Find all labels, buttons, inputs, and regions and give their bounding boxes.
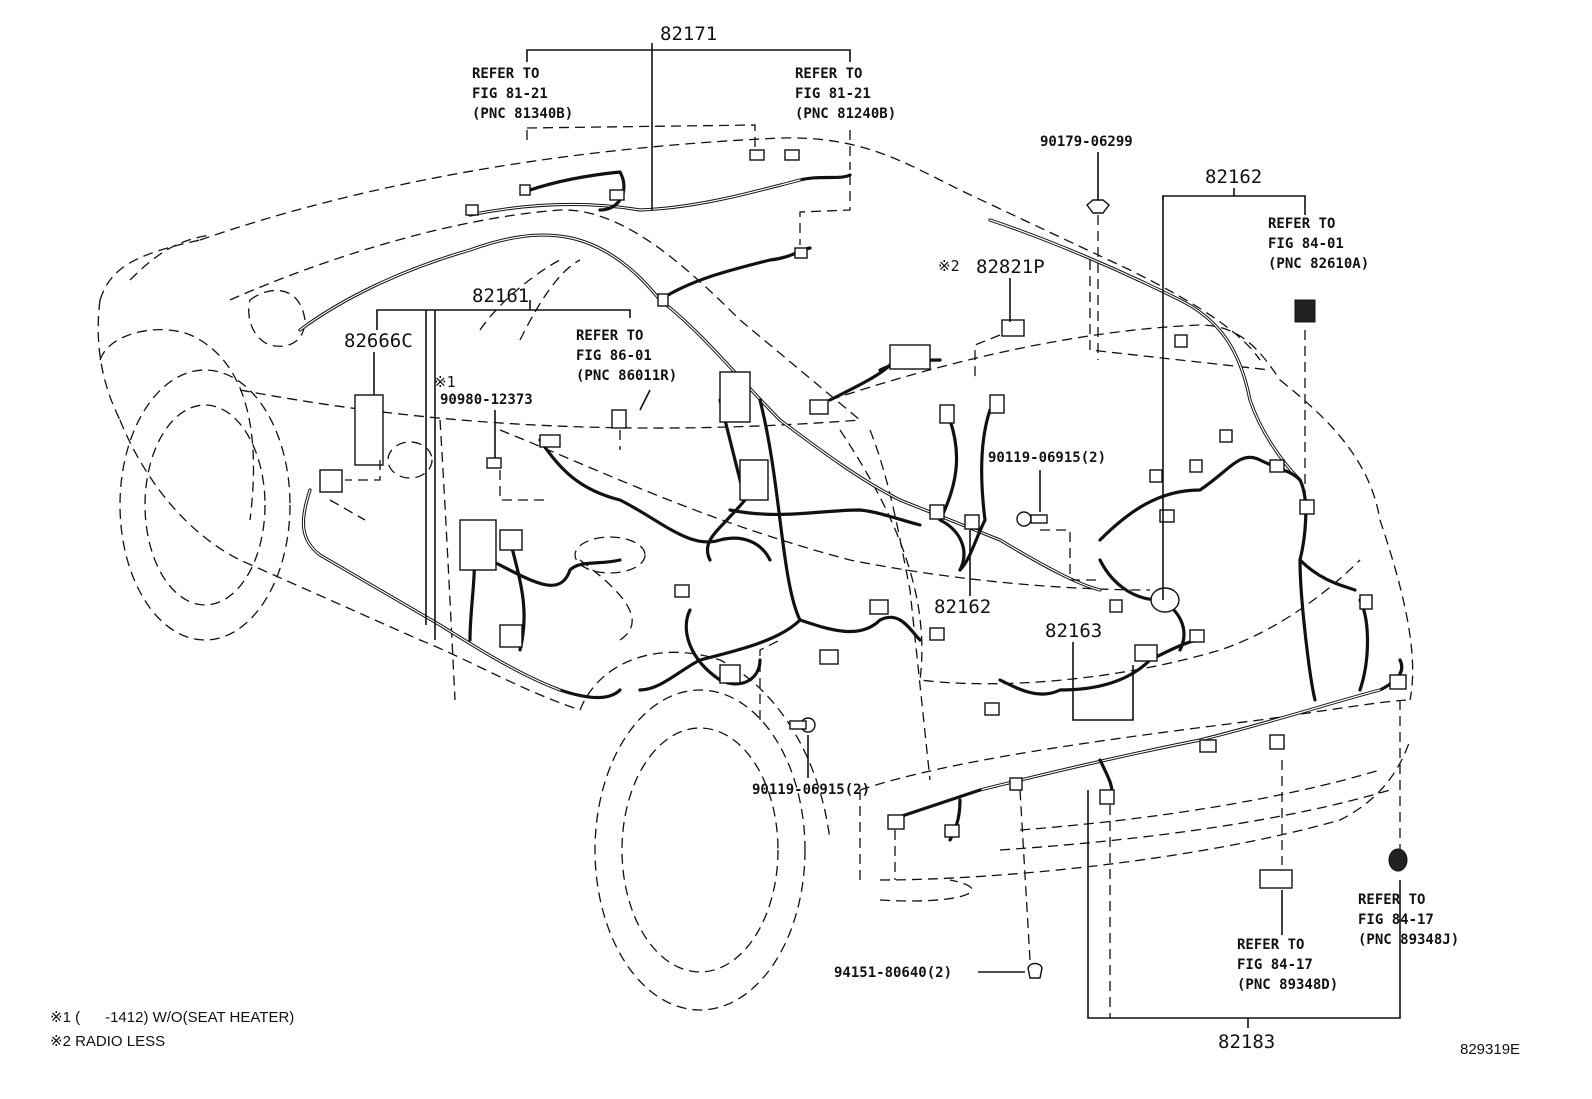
ref-89348J: REFER TO FIG 84-17 (PNC 89348J) (1358, 892, 1459, 948)
ref-81340B-line3: (PNC 81340B) (472, 106, 573, 122)
label-82163: 82163 (1045, 620, 1102, 642)
label-94151: 94151-80640(2) (834, 965, 952, 981)
ref-89348D-line3: (PNC 89348D) (1237, 977, 1338, 993)
footnote-1: ※1 ( -1412) W/O(SEAT HEATER) (50, 1009, 294, 1026)
ref-81240B-line1: REFER TO (795, 66, 862, 82)
refer-to-labels: REFER TO FIG 81-21 (PNC 81340B) REFER TO… (472, 66, 1459, 993)
label-82162-mid: 82162 (934, 596, 991, 618)
label-82666C: 82666C (344, 330, 413, 352)
part-number-labels: 82171 82162 82161 82666C ※2 82821P 82162… (344, 23, 1275, 1053)
label-mark2: ※2 (938, 257, 960, 275)
ref-86011R: REFER TO FIG 86-01 (PNC 86011R) (576, 328, 677, 384)
ref-81340B-line1: REFER TO (472, 66, 539, 82)
ref-81340B: REFER TO FIG 81-21 (PNC 81340B) (472, 66, 573, 122)
label-90119-b: 90119-06915(2) (752, 782, 870, 798)
leader-lines (329, 43, 1401, 1028)
label-90119-a: 90119-06915(2) (988, 450, 1106, 466)
bolt-90119-b (789, 717, 816, 733)
ref-86011R-line1: REFER TO (576, 328, 643, 344)
footnote-2: ※2 RADIO LESS (50, 1033, 165, 1050)
connectors (319, 149, 1408, 979)
label-82821P: 82821P (976, 256, 1045, 278)
ref-81240B-line3: (PNC 81240B) (795, 106, 896, 122)
harness-wires (298, 170, 1404, 842)
footnotes: ※1 ( -1412) W/O(SEAT HEATER) ※2 RADIO LE… (50, 1009, 1520, 1058)
ref-89348J-line1: REFER TO (1358, 892, 1425, 908)
ref-82610A-line1: REFER TO (1268, 216, 1335, 232)
label-82171: 82171 (660, 23, 717, 45)
label-82162-top: 82162 (1205, 166, 1262, 188)
bolt-90179 (1086, 199, 1110, 214)
label-90980: 90980-12373 (440, 392, 533, 408)
ref-89348J-line3: (PNC 89348J) (1358, 932, 1459, 948)
car-body-outline (97, 137, 1414, 1011)
ref-81340B-line2: FIG 81-21 (472, 86, 548, 102)
ref-81240B: REFER TO FIG 81-21 (PNC 81240B) (795, 66, 896, 122)
label-82183: 82183 (1218, 1031, 1275, 1053)
label-mark1: ※1 (434, 373, 456, 391)
ref-89348J-line2: FIG 84-17 (1358, 912, 1434, 928)
ref-89348D-line1: REFER TO (1237, 937, 1304, 953)
label-90179: 90179-06299 (1040, 134, 1133, 150)
ref-81240B-line2: FIG 81-21 (795, 86, 871, 102)
ref-89348D: REFER TO FIG 84-17 (PNC 89348D) (1237, 937, 1338, 993)
ref-82610A: REFER TO FIG 84-01 (PNC 82610A) (1268, 216, 1369, 272)
ref-86011R-line3: (PNC 86011R) (576, 368, 677, 384)
diagram-id: 829319E (1460, 1041, 1520, 1058)
ref-86011R-line2: FIG 86-01 (576, 348, 652, 364)
ref-82610A-line3: (PNC 82610A) (1268, 256, 1369, 272)
label-82161: 82161 (472, 285, 529, 307)
ref-89348D-line2: FIG 84-17 (1237, 957, 1313, 973)
ref-82610A-line2: FIG 84-01 (1268, 236, 1344, 252)
bolt-90119-a (1016, 511, 1048, 527)
clip-94151 (1027, 962, 1043, 979)
